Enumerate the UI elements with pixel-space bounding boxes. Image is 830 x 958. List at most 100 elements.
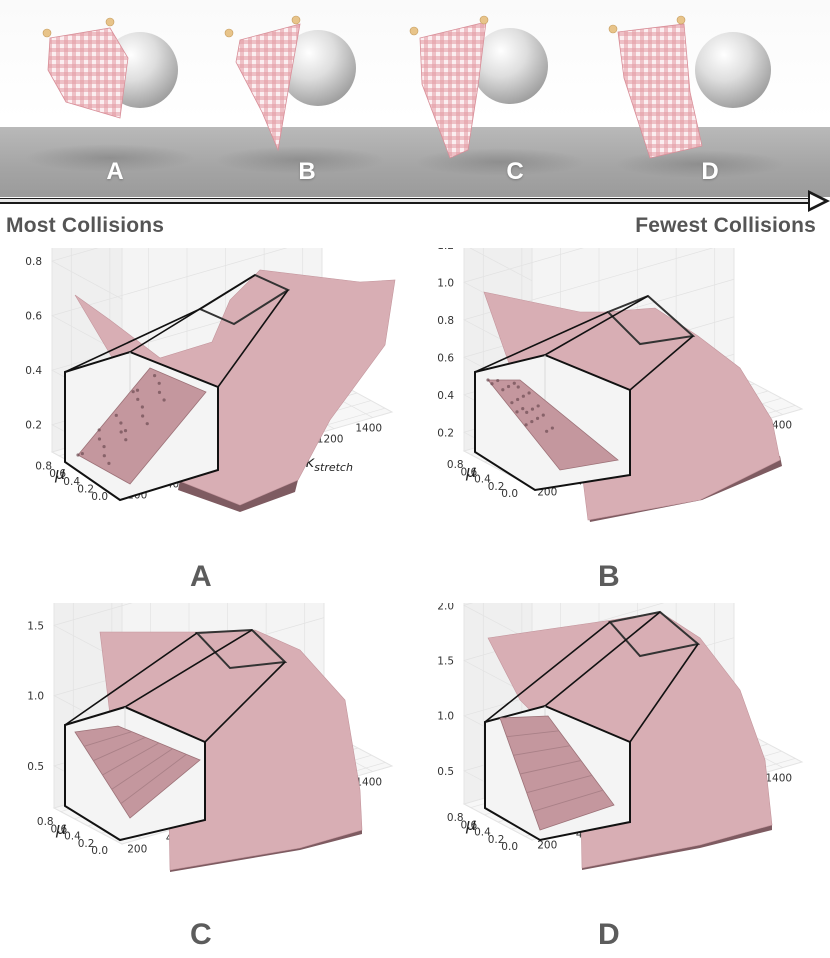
surface-edge-0 <box>178 480 298 512</box>
inset-band-2-3 <box>102 742 160 776</box>
z-tick-label-1: 1.0 <box>437 711 454 723</box>
zoom-connector-2-0 <box>64 632 198 726</box>
inset-texture-0-2 <box>131 390 135 394</box>
z-tick-label-0: 0.5 <box>27 761 44 773</box>
pin-2-1 <box>479 15 489 25</box>
inset-texture-0-0 <box>76 453 80 457</box>
scene-label-a: A <box>106 158 124 185</box>
pin-0-1 <box>105 17 115 27</box>
y-tick-label-0: 0.0 <box>501 488 518 500</box>
inset-texture-0-5 <box>157 390 162 394</box>
inset-texture-1-6 <box>501 388 505 392</box>
y-axis-label-2: μ <box>55 819 66 838</box>
pin-2-0 <box>409 26 419 36</box>
z-tick-label-1: 0.4 <box>437 390 454 402</box>
sphere-3 <box>695 32 771 108</box>
zoom-connector-0-2 <box>217 289 289 388</box>
surface-plot-a: 0.20.40.60.81.0𝓛200400600800100012001400… <box>25 248 396 512</box>
inset-band-2-5 <box>120 753 187 805</box>
inset-texture-0-8 <box>153 374 157 378</box>
inset-texture-1-14 <box>510 401 514 405</box>
inset-band-3-3 <box>519 760 582 775</box>
z-grid-2 <box>463 603 665 697</box>
inset-texture-1-18 <box>530 407 535 411</box>
x-tick-label-6: 1400 <box>355 777 382 789</box>
inset-texture-0-19 <box>80 452 84 456</box>
surface-plot-d: 0.51.01.52.02.5𝓛200400600800100012001400… <box>437 603 804 870</box>
cloth-1 <box>235 23 301 152</box>
pin-1-1 <box>291 15 301 25</box>
collision-axis-arrow <box>0 190 830 212</box>
y-tick-label-2: 0.4 <box>64 831 81 843</box>
y-tick-label-0: 0.0 <box>91 491 108 503</box>
inset-texture-1-4 <box>506 384 511 389</box>
z-grid-3 <box>51 248 123 300</box>
y-tick-label-4: 0.8 <box>37 816 54 828</box>
inset-texture-1-16 <box>536 404 540 408</box>
x-tick-label-5: 1200 <box>317 434 344 446</box>
inset-texture-0-12 <box>119 421 123 425</box>
z-tick-label-3: 0.8 <box>25 256 42 268</box>
z-tick-label-4: 1.0 <box>437 277 454 289</box>
z-tick-label-3: 0.8 <box>437 315 454 327</box>
x-axis-label-sub: stretch <box>314 461 353 474</box>
y-tick-label-0: 0.0 <box>91 845 108 857</box>
zoom-connector-3-0 <box>484 621 611 723</box>
z-tick-label-0: 0.2 <box>25 420 42 432</box>
inset-band-3-2 <box>513 745 571 756</box>
inset-texture-1-3 <box>515 410 519 414</box>
cloth-2 <box>419 21 487 159</box>
zoom-connector-2-2 <box>204 661 286 743</box>
z-tick-label-2: 1.5 <box>437 656 454 668</box>
z-tick-label-2: 1.5 <box>27 620 44 632</box>
z-grid-2 <box>53 603 133 662</box>
inset-texture-1-0 <box>486 378 490 382</box>
cloth-3 <box>617 23 703 159</box>
loss-surface-0 <box>74 269 396 506</box>
inset-texture-1-21 <box>516 385 520 389</box>
panel-label-c: C <box>190 918 212 951</box>
y-tick-label-3: 0.6 <box>460 819 477 831</box>
panel-label-d: D <box>598 918 620 951</box>
y-tick-label-2: 0.4 <box>474 827 491 839</box>
z-tick-label-2: 0.6 <box>25 311 42 323</box>
surface-plot-b: 0.20.40.60.81.01.21.41.6𝓛200400600800100… <box>437 248 804 522</box>
zoom-connector-3-2 <box>629 643 699 743</box>
inset-texture-0-16 <box>157 381 161 385</box>
inset-texture-1-5 <box>541 413 545 417</box>
panel-label-b: B <box>598 560 620 593</box>
y-tick-label-0: 0.0 <box>501 841 518 853</box>
inset-band-3-1 <box>506 730 560 738</box>
inset-texture-1-15 <box>545 429 549 433</box>
zoom-connector-1-1 <box>544 295 649 356</box>
z-grid-2 <box>51 248 288 354</box>
surface-plot-c: 0.51.01.52.0𝓛200400600800100012001400kst… <box>27 603 394 872</box>
inset-texture-1-8 <box>527 391 531 395</box>
y-axis-label-1: μ <box>465 462 476 481</box>
inset-texture-0-13 <box>162 398 166 402</box>
y-tick-label-2: 0.4 <box>474 474 491 486</box>
inset-texture-0-10 <box>136 397 140 401</box>
scene-shadow-0 <box>25 144 195 172</box>
inset-texture-0-6 <box>97 437 102 441</box>
inset-texture-1-2 <box>512 381 516 385</box>
z-grid-5 <box>469 248 533 282</box>
zoom-connector-1-0 <box>474 311 609 373</box>
scene-shadow-1 <box>215 146 385 174</box>
inset-texture-0-20 <box>123 429 128 433</box>
zoom-connector-1-2 <box>629 335 694 391</box>
inset-texture-0-1 <box>119 430 123 434</box>
cloth-0 <box>47 27 129 119</box>
y-tick-label-3: 0.6 <box>460 466 477 478</box>
inset-texture-0-15 <box>145 422 149 426</box>
scene-label-b: B <box>298 158 316 185</box>
inset-texture-1-17 <box>496 378 500 383</box>
z-tick-label-1: 1.0 <box>27 691 44 703</box>
pin-0-0 <box>42 28 52 38</box>
surface-chart-c: 0.51.01.52.0𝓛200400600800100012001400kst… <box>0 603 415 958</box>
z-tick-label-0: 0.2 <box>437 427 454 439</box>
inset-texture-0-11 <box>107 461 111 465</box>
cloth-scenes <box>25 15 785 178</box>
inset-texture-0-21 <box>135 388 140 392</box>
sphere-1 <box>280 30 356 106</box>
